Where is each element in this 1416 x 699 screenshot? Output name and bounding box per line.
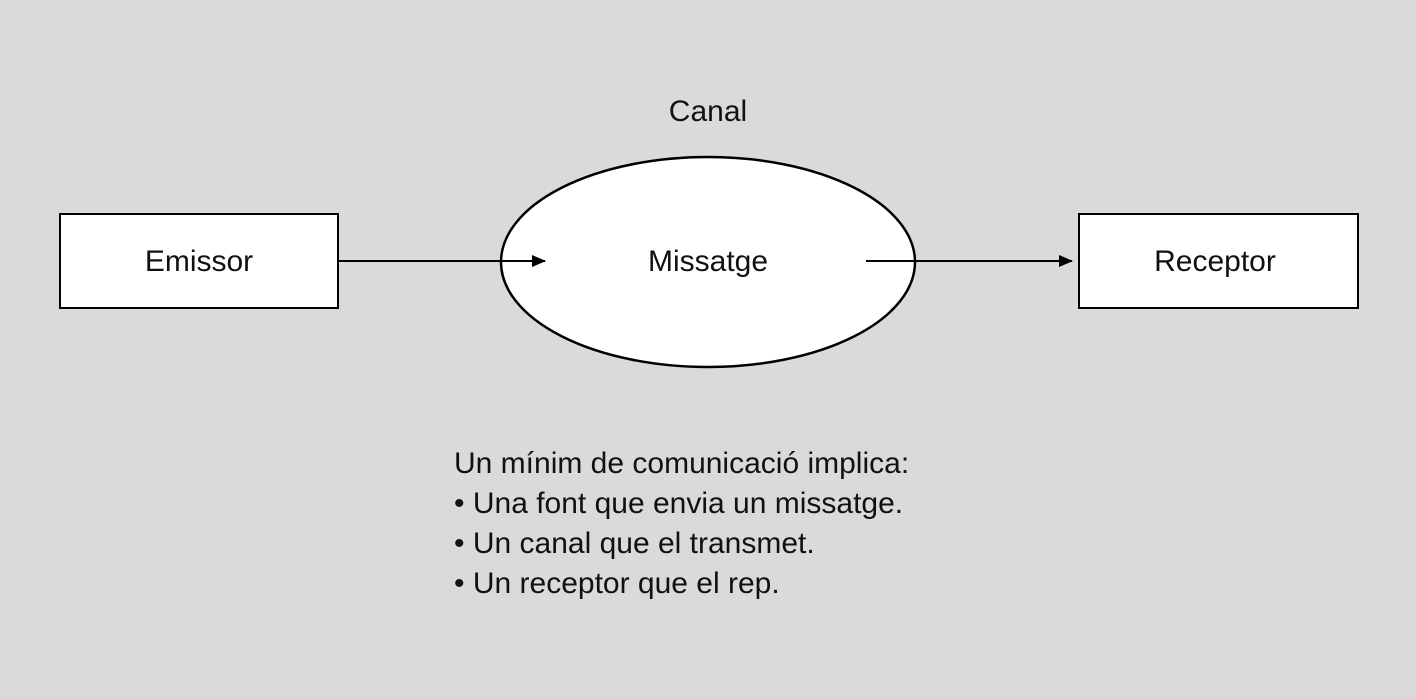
receiver-label: Receptor <box>1154 245 1276 278</box>
notes-item: • Un receptor que el rep. <box>454 567 780 600</box>
notes-item: • Una font que envia un missatge. <box>454 487 904 520</box>
channel-label: Canal <box>668 95 748 128</box>
message-label: Missatge <box>647 245 769 278</box>
notes-item: • Un canal que el transmet. <box>454 527 815 560</box>
sender-box <box>59 213 339 309</box>
sender-label: Emissor <box>144 245 254 278</box>
notes-heading: Un mínim de comunicació implica: <box>454 447 910 480</box>
receiver-box <box>1078 213 1359 309</box>
notes-block: Un mínim de comunicació implica: • Una f… <box>454 444 909 604</box>
